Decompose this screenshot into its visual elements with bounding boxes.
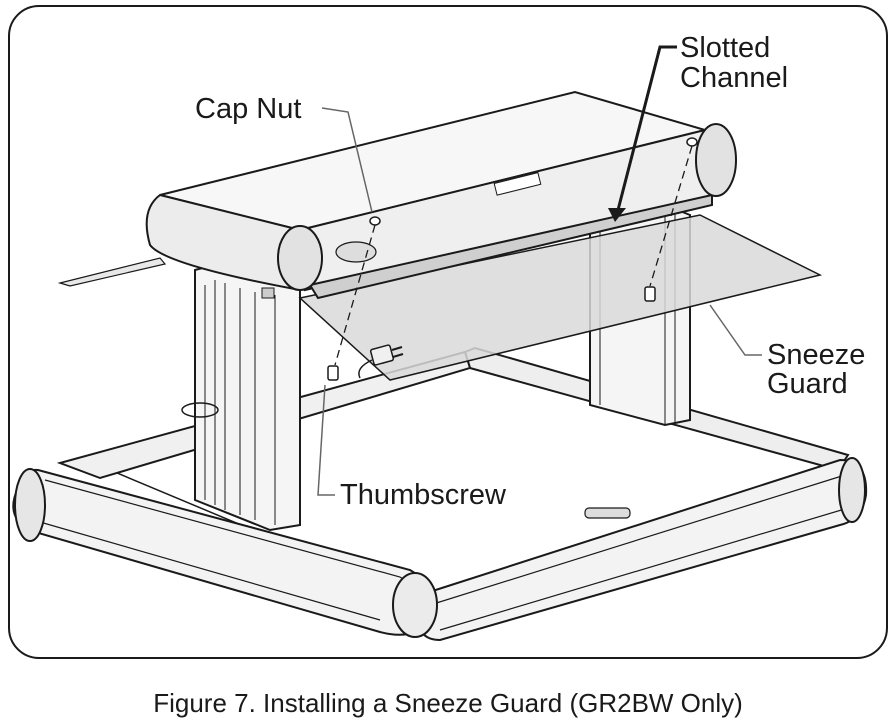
- left-support-column: [194, 260, 301, 532]
- thumbscrew-left: [327, 365, 339, 381]
- power-plug: [358, 344, 404, 379]
- cap-nut-right: [686, 137, 698, 147]
- sneeze-guard-glass: [298, 214, 823, 381]
- slotted-channel-label-line1: Slotted: [680, 32, 770, 64]
- cap-nut-label: Cap Nut: [195, 93, 301, 125]
- sneeze-guard-label-line2: Guard: [767, 368, 848, 400]
- floor-pad: [181, 402, 219, 418]
- sneeze-guard-label-line1: Sneeze: [767, 339, 865, 371]
- slotted-channel-label-line2: Channel: [680, 62, 788, 94]
- leader-lines: [317, 45, 762, 496]
- thumbscrew-right: [644, 286, 656, 302]
- hardware: [327, 137, 698, 381]
- heat-lamp-housing: [57, 90, 737, 300]
- thumbscrew-label: Thumbscrew: [340, 479, 507, 511]
- cap-nut-left: [369, 216, 381, 226]
- slotted-channel-arrowhead: [608, 208, 626, 222]
- figure-caption: Figure 7. Installing a Sneeze Guard (GR2…: [153, 688, 743, 718]
